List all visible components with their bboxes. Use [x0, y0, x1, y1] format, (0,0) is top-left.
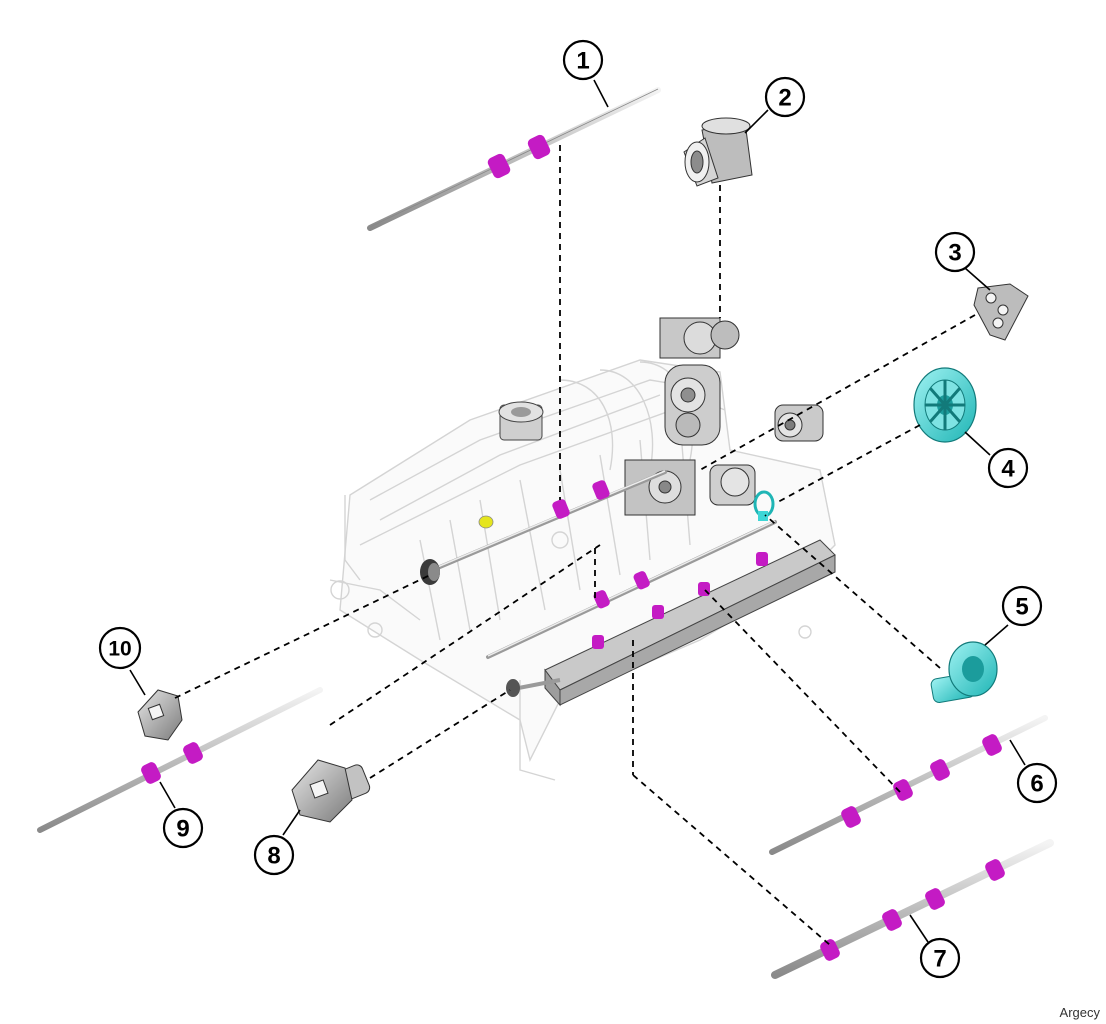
cyan-bracket-small	[753, 490, 775, 521]
part-7-shaft	[771, 839, 1054, 979]
callout-5-label: 5	[1015, 594, 1028, 621]
callout-1-label: 1	[576, 48, 589, 75]
callout-8: 8	[253, 834, 295, 876]
watermark-text: Argecy	[1059, 1005, 1100, 1020]
callout-8-label: 8	[267, 843, 280, 870]
gear-assembly-upper-right	[659, 317, 740, 446]
callout-9-label: 9	[176, 816, 189, 843]
part-6-shaft	[769, 715, 1048, 855]
callout-6: 6	[1016, 762, 1058, 804]
callout-4-label: 4	[1001, 456, 1015, 483]
callout-1: 1	[562, 39, 604, 81]
callout-2: 2	[764, 76, 806, 118]
callout-9: 9	[162, 807, 204, 849]
callout-3-label: 3	[948, 240, 961, 267]
motor-top-center	[498, 401, 544, 441]
callout-7: 7	[919, 937, 961, 979]
part-5-cyan-gear	[930, 641, 998, 704]
gear-assembly-middle	[624, 459, 756, 516]
dashed-leader-lines	[174, 145, 976, 946]
callout-2-label: 2	[778, 85, 791, 112]
part-9-shaft	[37, 687, 323, 833]
part-4-cyan-wheel	[913, 367, 977, 443]
callout-7-label: 7	[933, 946, 946, 973]
callout-4: 4	[987, 447, 1029, 489]
part-10-knob	[137, 689, 183, 741]
callout-10: 10	[98, 626, 142, 670]
part-1-shaft	[367, 87, 661, 231]
callout-leaders	[129, 79, 1026, 943]
center-shaft-upper	[420, 470, 667, 585]
part-3-bracket	[973, 283, 1029, 341]
part-2-coupling	[683, 117, 753, 187]
yellow-small-part	[478, 515, 494, 529]
callout-3: 3	[934, 231, 976, 273]
center-shaft-lower	[486, 520, 777, 659]
callout-6-label: 6	[1030, 771, 1043, 798]
callout-10-label: 10	[108, 638, 131, 661]
callout-5: 5	[1001, 585, 1043, 627]
gear-assembly-right	[774, 404, 824, 442]
slide-rail-assembly	[506, 539, 836, 707]
part-8-knob	[291, 759, 371, 823]
